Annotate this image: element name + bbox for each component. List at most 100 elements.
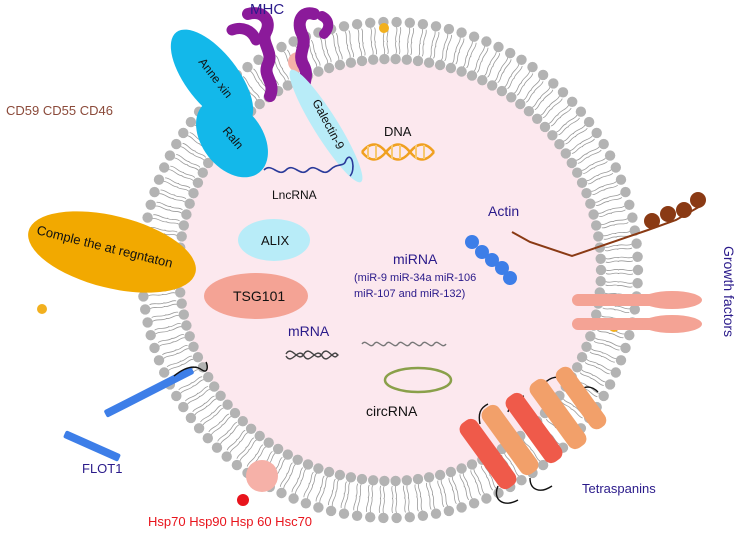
lipid-head [164,150,176,161]
lipid-tail [513,82,522,94]
lipid-tail [516,84,525,96]
lipid-head [159,162,170,173]
lipid-tail [166,315,180,319]
lipid-head [527,61,538,73]
lipid-tail [577,156,590,164]
lipid-tail [605,260,619,263]
lipid-raft-dot [379,23,389,33]
lipid-tail [417,483,422,498]
lipid-tail [581,164,594,171]
lipid-head [515,98,526,110]
lipid-head [591,220,602,231]
lipid-tail [353,495,357,511]
lipid-tail [466,484,473,499]
lipid-tail [182,142,196,152]
lipid-head [624,199,635,210]
lipid-tail [581,369,594,376]
lipid-tail [407,27,411,43]
lipid-tail [418,42,421,57]
tetraspanin-protein [459,366,607,504]
lipid-tail [398,41,401,55]
lipid-tail [239,449,250,462]
label-circrna: circRNA [366,403,418,419]
lipid-tail [606,193,621,199]
lipid-tail [558,126,569,136]
lipid-tail [162,349,177,356]
lipid-tail [199,389,211,397]
lipid-tail [425,482,430,496]
lipid-tail [437,480,442,494]
lipid-head [477,75,488,86]
lipid-tail [602,307,616,311]
lipid-head [184,198,195,209]
lipid-head [181,320,192,331]
lipid-tail [395,26,398,43]
lipid-head [184,331,195,342]
lipid-tail [608,333,624,339]
lipid-head [378,512,389,524]
lipid-tail [173,194,187,200]
lipid-tail [484,63,491,77]
lipid-tail [187,395,201,405]
lipid-head [391,512,402,524]
lipid-tail [605,281,619,283]
lipid-head [176,231,187,242]
lipid-tail [593,161,608,169]
lipid-tail [571,146,583,154]
lipid-head [434,469,446,481]
dna-helix-icon [361,143,435,161]
lipid-head [595,276,606,287]
lipid-tail [278,458,286,471]
lipid-tail [319,37,325,52]
label-lncrna: LncRNA [272,188,317,202]
lipid-tail [153,214,169,219]
label-alix: ALIX [261,233,290,248]
lipid-head [197,362,208,373]
lipid-tail [386,40,389,55]
lipid-tail [154,326,170,331]
lipid-tail [540,105,550,116]
lipid-tail [362,42,366,56]
lipid-tail [188,160,201,168]
lipid-head [445,62,457,74]
lipid-head [567,96,578,108]
lipid-tail [251,87,260,99]
lipid-tail [557,105,569,116]
lipid-tail [156,201,172,207]
label-growth-factors: Growth factors [721,246,737,337]
lipid-tail [510,462,520,477]
lipid-tail [394,485,398,500]
lipid-head [323,62,335,74]
lipid-head [443,505,455,517]
lipid-tail [155,205,171,211]
lipid-tail [406,485,410,499]
lncrna-strand [263,156,354,177]
lipid-tail [391,485,394,500]
lipid-head [253,54,264,65]
lipid-tail [463,485,470,501]
lipid-tail [452,50,457,64]
lipid-tail [169,326,182,331]
lipid-tail [596,367,610,375]
lipid-head [313,66,324,77]
lipid-head [620,342,631,354]
lipid-tail [319,488,325,503]
lipid-head [404,17,415,28]
lipid-tail [311,472,318,486]
lipid-head [338,508,350,519]
lipid-tail [383,485,385,500]
lipid-head [412,473,424,485]
lipid-tail [227,421,238,432]
lipid-head [523,106,535,117]
lipid-tail [604,244,618,248]
lipid-head [149,186,160,198]
lipid-tail [504,75,512,88]
lipid-tail [532,97,541,108]
lipid-tail [242,76,253,89]
lipid-head [581,188,592,199]
lipid-tail [440,47,445,61]
lipid-tail [236,429,246,441]
label-mirna-title: miRNA [393,251,438,267]
lipid-head [242,61,253,73]
lipid-head [368,475,379,486]
